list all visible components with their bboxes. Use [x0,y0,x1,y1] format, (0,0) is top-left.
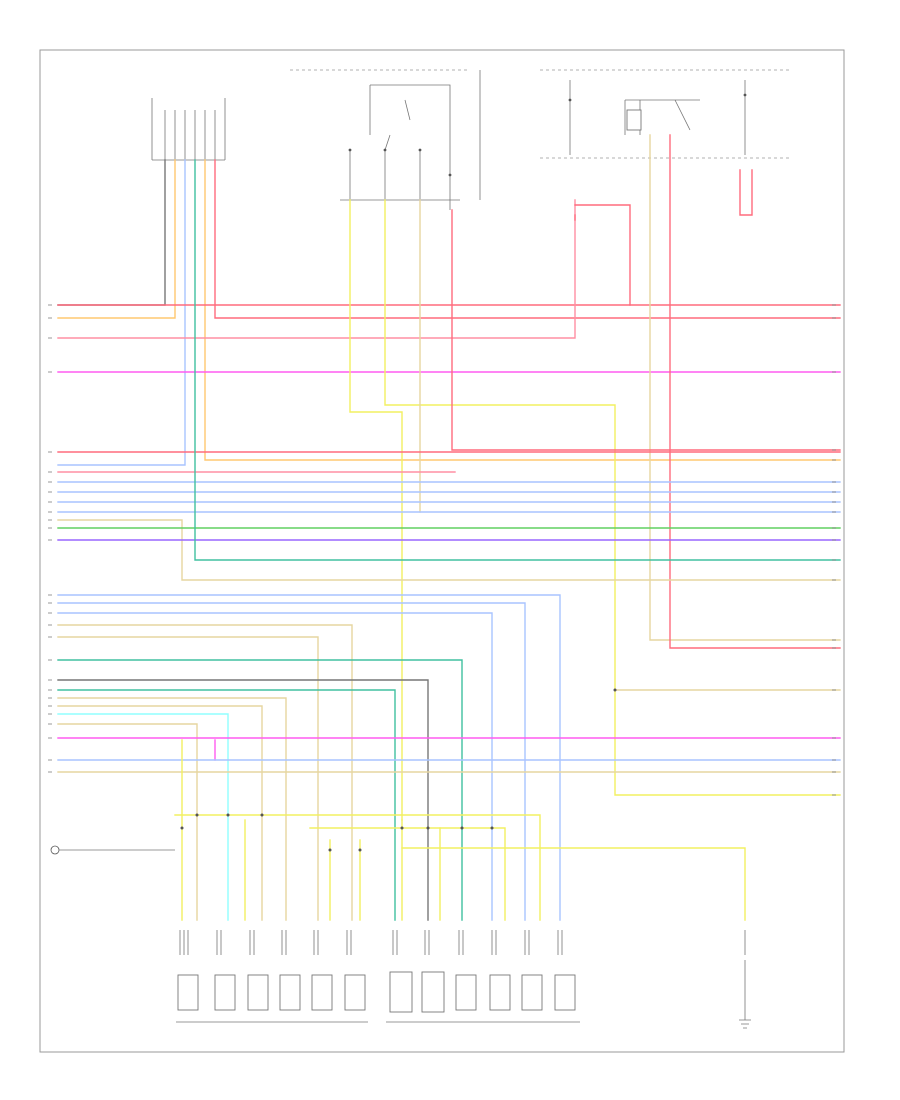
diagram-frame [39,49,845,1053]
ignition-switch-block [290,69,481,210]
edge-pin-marks [48,304,836,796]
connector-ticks [179,930,746,955]
sensor-ground [50,845,751,1029]
ignition-coils-group [386,971,580,1023]
fuel-injectors-group [176,974,368,1023]
top-left-connector [151,98,226,161]
junction-dots [180,688,617,852]
power-distribution-block [540,69,790,159]
wire-harness [57,134,841,921]
